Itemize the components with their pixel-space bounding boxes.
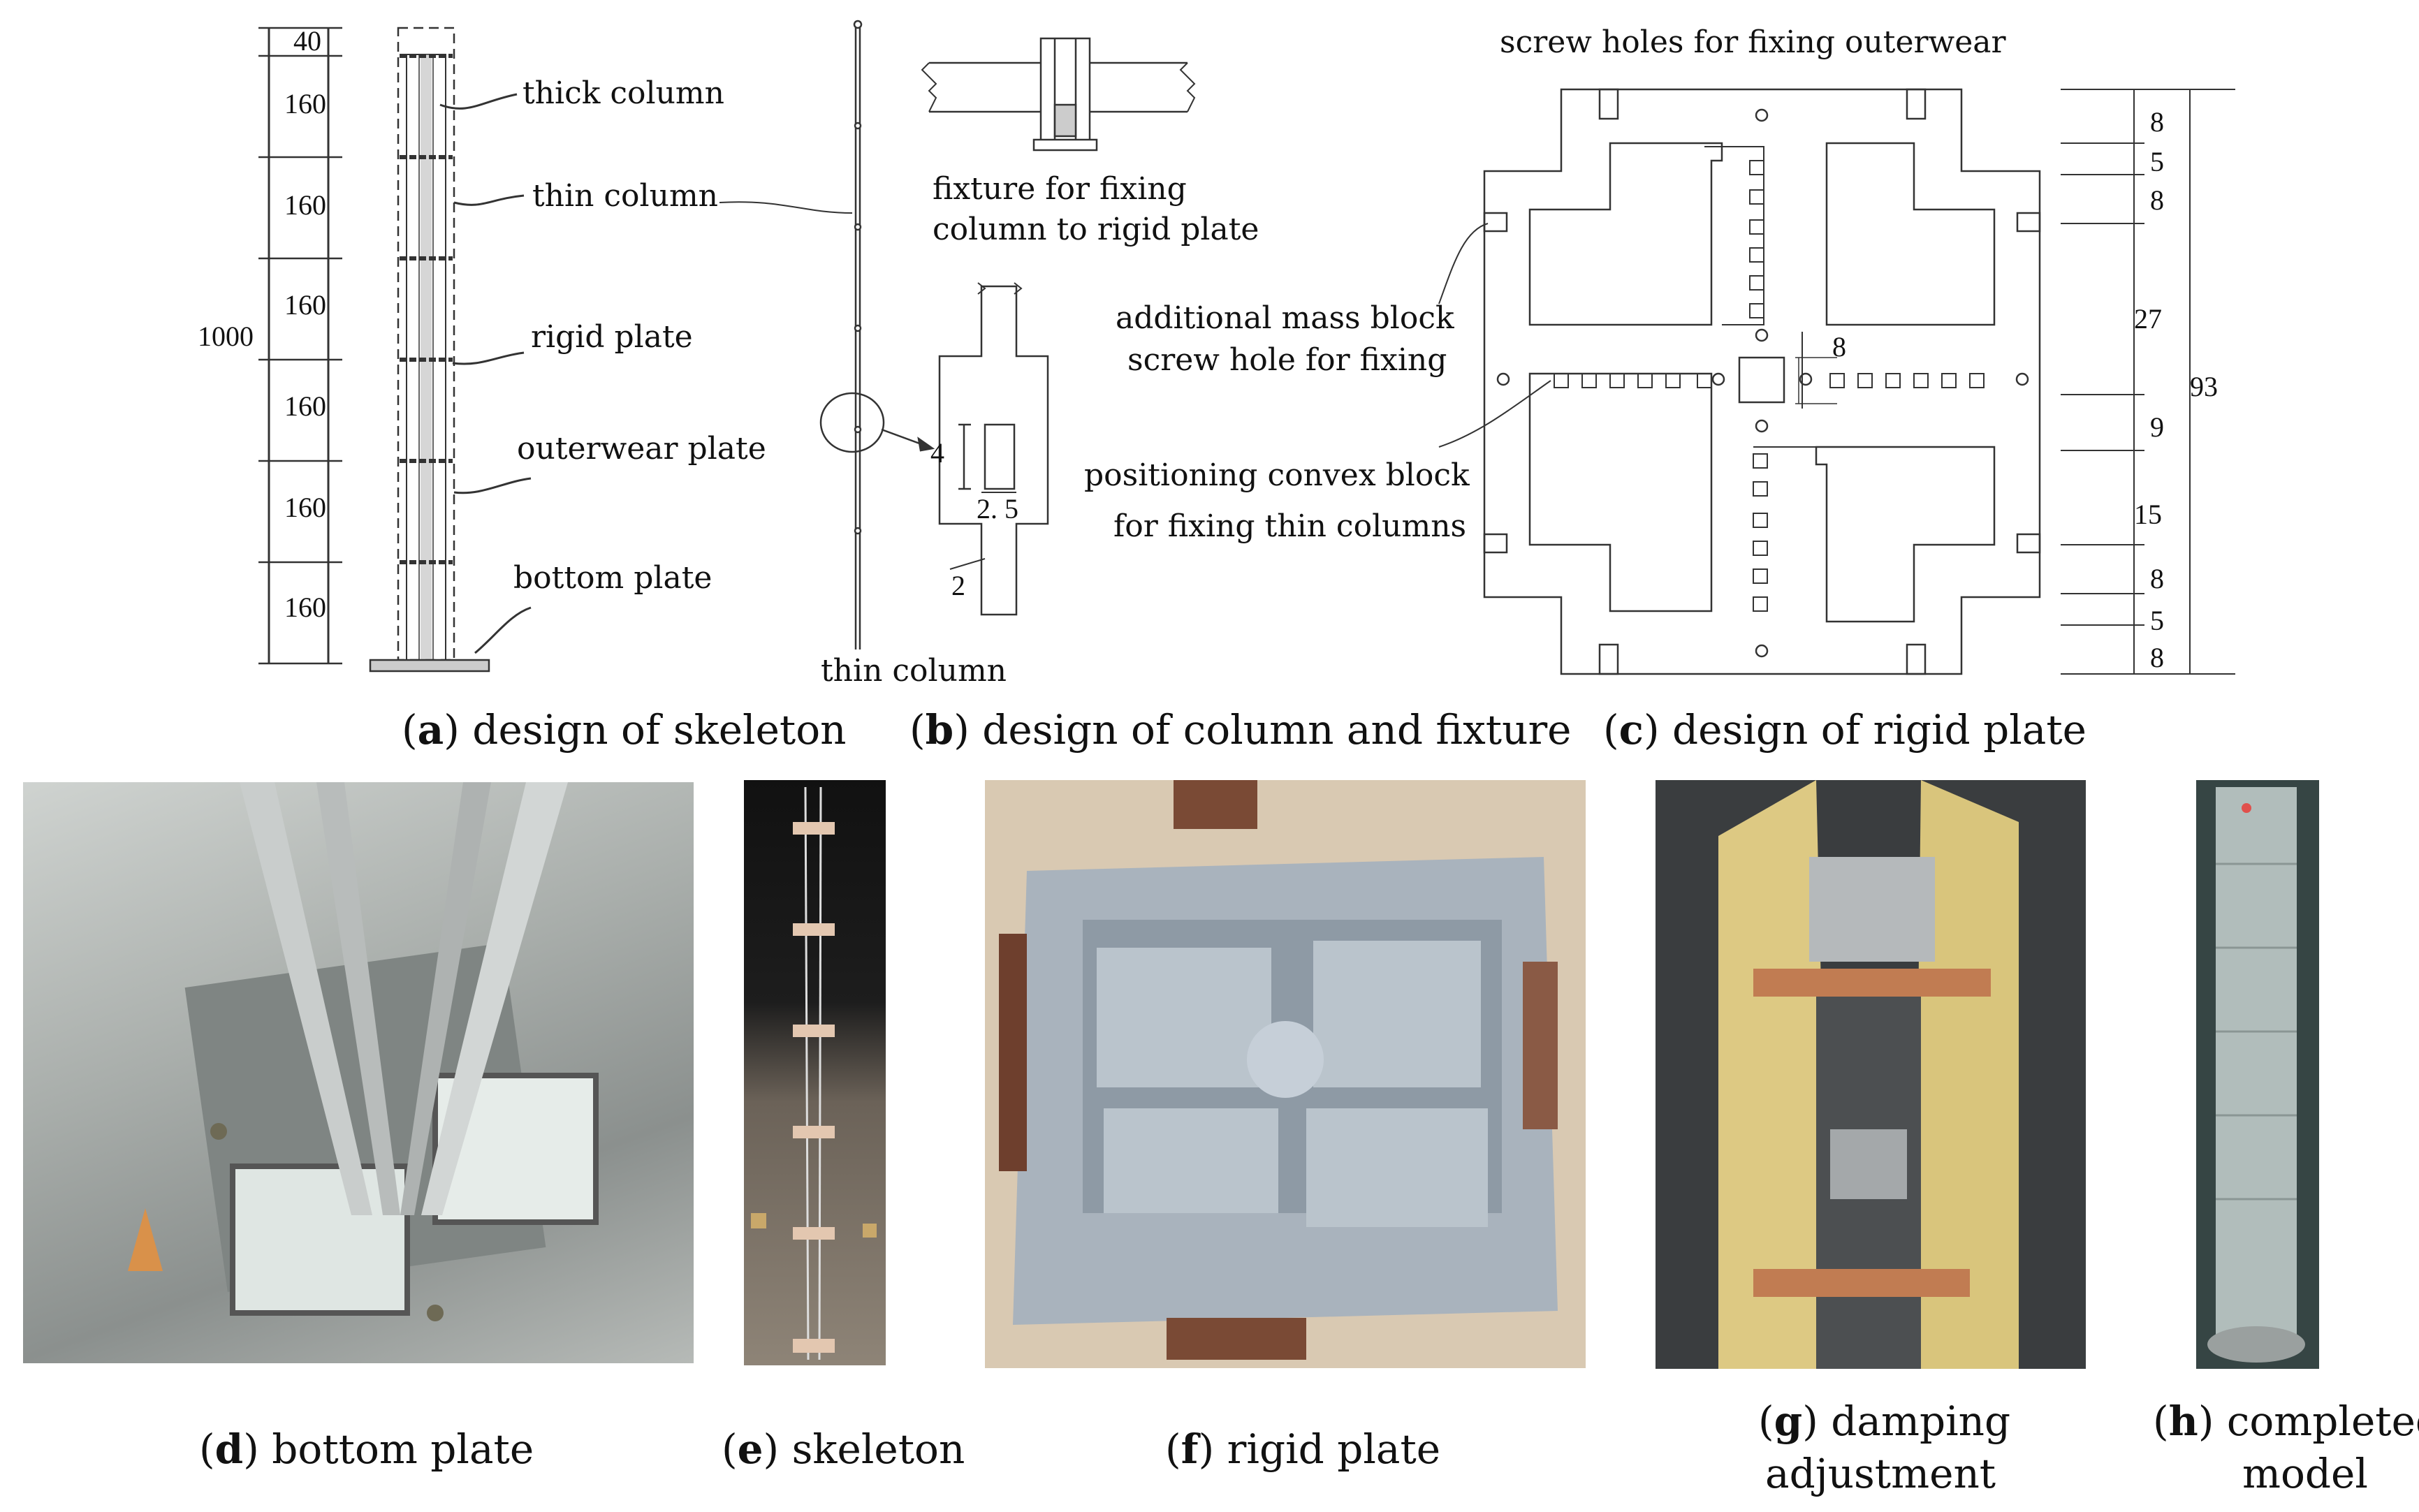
caption-d: (d) bottom plate [199, 1425, 534, 1473]
dim-top: 40 [293, 25, 321, 57]
photo-completed-model [2196, 780, 2319, 1369]
dim-floor3: 160 [284, 289, 326, 321]
label-fixture-line1: fixture for fixing [933, 171, 1187, 207]
panel-a-dimensions: 40 160 160 160 160 160 160 1000 [198, 25, 326, 623]
dim-c-r3: 8 [2150, 184, 2164, 216]
panel-b-labels: fixture for fixing column to rigid plate… [821, 171, 1259, 689]
dim-c-r5: 9 [2150, 411, 2164, 443]
photo-damping-adjustment [1656, 780, 2086, 1369]
photo-rigid-plate [985, 780, 1586, 1368]
dim-b-2: 2 [951, 570, 965, 601]
dim-floor2: 160 [284, 189, 326, 221]
panel-a-skeleton-drawing [258, 27, 532, 673]
dim-floor4: 160 [284, 390, 326, 422]
dim-c-center: 8 [1832, 331, 1846, 362]
caption-c: (c) design of rigid plate [1603, 706, 2087, 754]
label-thin-column-b: thin column [821, 653, 1007, 689]
caption-a: (a) design of skeleton [402, 706, 847, 754]
drawings-layer: 40 160 160 160 160 160 160 1000 thick co… [198, 20, 2235, 754]
dim-floor6: 160 [284, 592, 326, 623]
panel-c-labels: screw holes for fixing outerwear additio… [1084, 24, 2218, 673]
dim-c-r6: 15 [2134, 499, 2162, 530]
label-thick-column: thick column [522, 75, 724, 111]
caption-h-line2: model [2242, 1450, 2368, 1497]
dim-c-r2: 5 [2150, 146, 2164, 177]
dim-c-r4: 27 [2134, 303, 2162, 335]
panel-c-plate-drawing [1438, 88, 2235, 675]
dim-c-total: 93 [2190, 371, 2218, 402]
dim-floor5: 160 [284, 492, 326, 523]
label-mass-line1: additional mass block [1116, 300, 1454, 336]
caption-h-line1: (h) completed [2153, 1397, 2419, 1445]
label-fixture-line2: column to rigid plate [933, 212, 1259, 247]
label-thin-column: thin column [532, 178, 718, 214]
caption-f: (f) rigid plate [1165, 1425, 1440, 1473]
label-screw-holes: screw holes for fixing outerwear [1500, 24, 2006, 60]
dim-floor1: 160 [284, 88, 326, 119]
caption-g-line2: adjustment [1765, 1450, 1996, 1497]
photo-bottom-plate [23, 782, 694, 1363]
dim-c-r1: 8 [2150, 106, 2164, 138]
label-pos-line1: positioning convex block [1084, 457, 1470, 493]
label-outerwear-plate: outerwear plate [517, 431, 766, 467]
caption-e: (e) skeleton [722, 1425, 965, 1473]
caption-g-line1: (g) damping [1758, 1397, 2010, 1445]
label-pos-line2: for fixing thin columns [1113, 508, 1466, 544]
dim-c-r8: 5 [2150, 605, 2164, 636]
panel-b-drawing [719, 20, 1196, 649]
dim-b-25: 2. 5 [977, 493, 1018, 524]
dim-b-4: 4 [930, 437, 944, 469]
caption-b: (b) design of column and fixture [909, 706, 1572, 754]
label-bottom-plate: bottom plate [513, 560, 712, 596]
label-mass-line2: screw hole for fixing [1127, 342, 1447, 378]
panel-a-labels: thick column thin column rigid plate out… [513, 75, 766, 596]
photo-skeleton [744, 780, 886, 1365]
dim-total: 1000 [198, 321, 254, 352]
dim-c-r9: 8 [2150, 642, 2164, 673]
label-rigid-plate: rigid plate [531, 319, 693, 355]
dim-c-r7: 8 [2150, 563, 2164, 594]
